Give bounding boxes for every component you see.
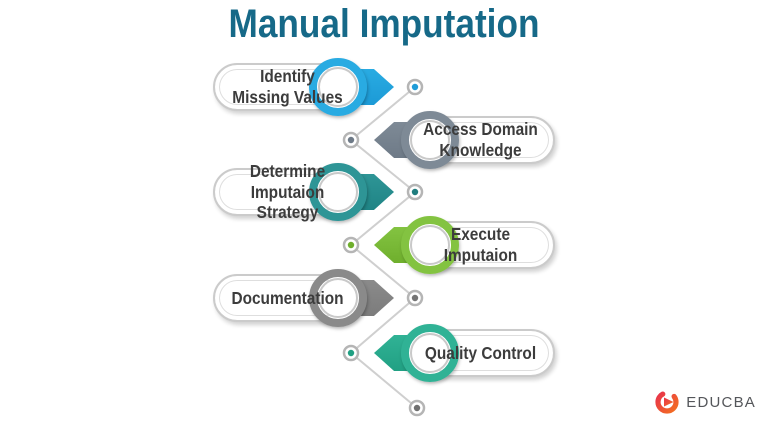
step-ring xyxy=(309,58,367,116)
step-identify-missing-values: Identify Missing Values xyxy=(213,58,403,116)
step-label: Quality Control xyxy=(424,342,537,363)
step-ring xyxy=(401,324,459,382)
educba-play-icon xyxy=(655,390,679,414)
step-quality-control: Quality Control xyxy=(365,324,555,382)
connector-node xyxy=(406,78,424,96)
step-ring xyxy=(401,216,459,274)
step-label: Access Domain Knowledge xyxy=(423,119,538,160)
step-ring xyxy=(401,111,459,169)
step-label: Determine Imputaion Strategy xyxy=(249,161,326,223)
connector-node xyxy=(406,183,424,201)
step-documentation: Documentation xyxy=(213,269,403,327)
logo-wordmark: EDUCBA xyxy=(686,393,756,411)
connector-node xyxy=(342,236,360,254)
step-determine-imputation-strategy: Determine Imputaion Strategy xyxy=(213,161,403,223)
educba-logo: EDUCBA xyxy=(654,389,756,415)
step-label: Execute Imputaion xyxy=(443,224,518,265)
step-ring xyxy=(309,269,367,327)
connector-node xyxy=(342,131,360,149)
page-title: Manual Imputation xyxy=(228,2,540,46)
step-label: Documentation xyxy=(231,287,344,308)
step-ring xyxy=(309,163,367,221)
step-access-domain-knowledge: Access Domain Knowledge xyxy=(365,111,555,169)
connector-node xyxy=(342,344,360,362)
step-label: Identify Missing Values xyxy=(232,66,343,107)
connector-node xyxy=(408,399,426,417)
step-execute-imputation: Execute Imputaion xyxy=(365,216,555,274)
connector-node xyxy=(406,289,424,307)
